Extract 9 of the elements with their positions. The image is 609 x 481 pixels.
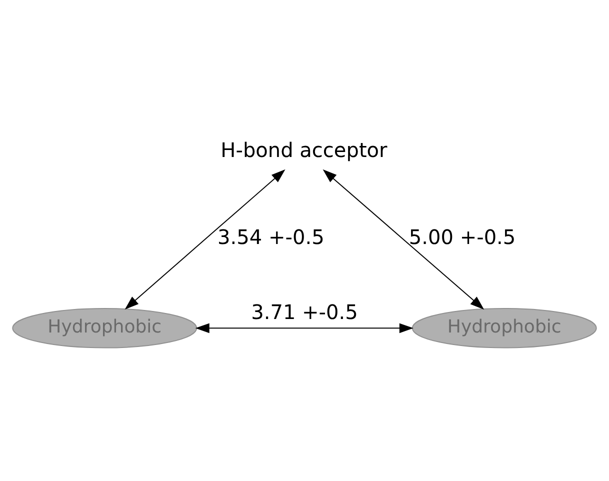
node-ellipse: Hydrophobic (412, 308, 597, 348)
node-ellipse: Hydrophobic (12, 308, 198, 348)
edge-label: 3.71 +-0.5 (251, 300, 358, 324)
edge-label: 5.00 +-0.5 (408, 224, 516, 249)
arrow (195, 322, 414, 333)
node-text: H-bond acceptor (220, 138, 388, 162)
edge-label: 3.54 +-0.5 (218, 224, 324, 249)
arrow (322, 168, 484, 310)
arrow (124, 168, 286, 310)
